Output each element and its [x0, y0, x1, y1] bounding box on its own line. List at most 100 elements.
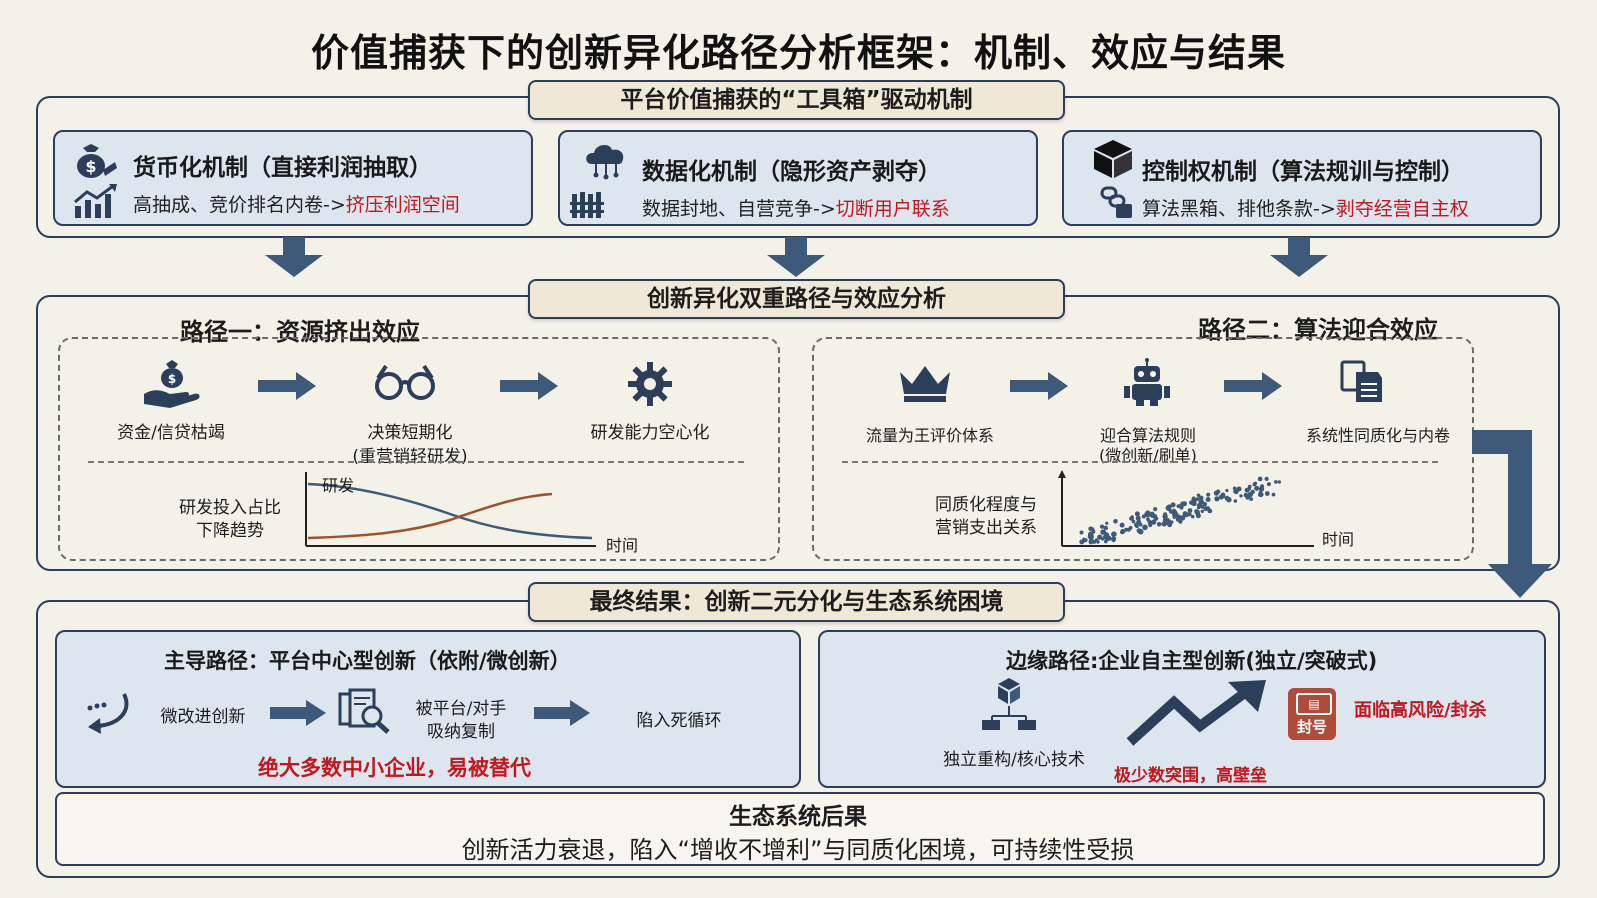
scatter-point [1087, 534, 1093, 539]
scatter-point [1175, 512, 1179, 516]
main-path-title: 主导路径：平台中心型创新（依附/微创新） [164, 649, 571, 673]
path1-step1-label: 资金/信贷枯竭 [117, 423, 225, 443]
path1-step3-label: 研发能力空心化 [590, 423, 710, 443]
scatter-point [1126, 527, 1131, 532]
scatter-point [1088, 526, 1093, 532]
right-arrow [500, 372, 558, 400]
scatter-point [1119, 522, 1125, 528]
path1-box [58, 337, 780, 561]
eco-box [55, 792, 1545, 866]
scatter-point [1156, 522, 1162, 527]
scatter-point [1153, 507, 1158, 512]
scatter-point [1191, 496, 1196, 501]
scatter-point [1225, 488, 1229, 493]
scatter-point [1113, 519, 1118, 524]
scatter-point [1119, 529, 1125, 535]
path1-step2-sub: (重营销轻研发) [352, 447, 468, 467]
mechanism-desc: 算法黑箱、排他条款->剥夺经营自主权 [1142, 198, 1469, 220]
scatter-point [1214, 496, 1219, 501]
right-arrow [258, 372, 316, 400]
mechanism-title: 数据化机制（隐形资产剥夺） [642, 159, 941, 185]
path2-divider [842, 461, 1438, 463]
svg-text:$: $ [168, 372, 176, 386]
scatter-point [1206, 492, 1211, 497]
copy-docs-icon [1340, 360, 1382, 402]
path1-divider [88, 461, 744, 463]
results-header: 最终结果：创新二元分化与生态系统困境 [528, 582, 1065, 622]
eco-title: 生态系统后果 [729, 804, 867, 830]
edge-item2: 极少数突围，高壁垒 [1114, 766, 1267, 786]
scatter-point [1111, 536, 1117, 542]
path2-chart-x-label: 时间 [1322, 530, 1355, 549]
path2-chart-label-2: 营销支出关系 [935, 518, 1037, 538]
mechanism-title: 控制权机制（算法规训与控制） [1142, 159, 1464, 185]
right-arrow [270, 700, 326, 726]
money-bag-icon: $ [77, 144, 117, 178]
scatter-point [1150, 512, 1156, 518]
mechanism-desc: 数据封地、自营竞争->切断用户联系 [642, 198, 950, 220]
scatter-point [1218, 494, 1224, 500]
scatter-point [1213, 490, 1219, 496]
scatter-point [1196, 502, 1203, 509]
rising-chart-icon [74, 184, 117, 218]
scatter-point [1196, 493, 1201, 498]
curved-arrow-icon [87, 693, 129, 734]
main-step1: 微改进创新 [160, 707, 246, 727]
scatter-point [1083, 538, 1088, 543]
scatter-point [1190, 514, 1195, 519]
path2-step2-sub: (微创新/刷单) [1099, 446, 1197, 465]
scatter-point [1264, 476, 1269, 481]
scatter-point [1153, 516, 1159, 521]
scatter-point [1134, 522, 1139, 527]
scatter-point [1142, 524, 1148, 531]
scatter-point [1136, 528, 1142, 534]
scatter-point [1245, 495, 1250, 500]
scatter-point [1130, 515, 1134, 519]
scatter-point [1277, 480, 1281, 484]
edge-item1: 独立重构/核心技术 [943, 750, 1085, 770]
path1-title: 路径一：资源挤出效应 [180, 318, 420, 346]
path2-step3-label: 系统性同质化与内卷 [1305, 426, 1450, 445]
main-path-note: 绝大多数中小企业，易被替代 [258, 756, 531, 780]
mechanism-card-control: 控制权机制（算法规训与控制） 算法黑箱、排他条款->剥夺经营自主权 [1062, 130, 1542, 226]
scatter-point [1274, 480, 1278, 484]
mechanism-title: 货币化机制（直接利润抽取） [133, 155, 432, 181]
scatter-point [1191, 501, 1196, 506]
scatter-point [1198, 495, 1204, 501]
scatter-point [1233, 499, 1238, 503]
down-arrow [1270, 237, 1328, 277]
scatter-point [1138, 522, 1143, 527]
mechanism-result: 挤压利润空间 [345, 194, 460, 216]
scatter-point [1146, 517, 1150, 522]
scatter-point [1264, 491, 1270, 496]
scatter-point [1187, 508, 1193, 513]
scatter-point [1236, 486, 1242, 492]
path1-chart-x-label: 时间 [606, 536, 639, 555]
scatter-point [1170, 502, 1176, 508]
ban-stamp-icon: ▤ 封号 [1288, 688, 1336, 740]
scatter-point [1239, 494, 1243, 498]
scatter-point [1111, 531, 1117, 537]
down-arrow [767, 237, 825, 277]
gear-icon [628, 362, 672, 406]
mechanism-desc: 高抽成、竞价排名内卷->挤压利润空间 [133, 194, 460, 216]
scatter-point [1195, 497, 1200, 501]
main-step3: 陷入死循环 [636, 711, 722, 731]
right-arrow [1010, 372, 1068, 400]
scatter-point [1257, 476, 1263, 482]
black-box-icon [1094, 140, 1132, 178]
scatter-point [1135, 515, 1141, 521]
svg-text:$: $ [85, 157, 96, 176]
mechanism-result: 剥夺经营自主权 [1335, 198, 1469, 220]
eco-text: 创新活力衰退，陷入“增收不增利”与同质化困境，可持续性受损 [461, 836, 1135, 864]
scatter-point [1166, 504, 1172, 510]
main-step2-line1: 被平台/对手 [415, 699, 507, 719]
scatter-point [1205, 497, 1211, 502]
lock-chain-icon [1100, 186, 1132, 218]
right-arrow [534, 700, 590, 726]
scatter-point [1104, 532, 1110, 538]
document-search-icon [338, 688, 390, 734]
scatter-point [1179, 505, 1184, 510]
scatter-point [1180, 501, 1186, 507]
main-step2-line2: 吸纳复制 [427, 722, 495, 742]
